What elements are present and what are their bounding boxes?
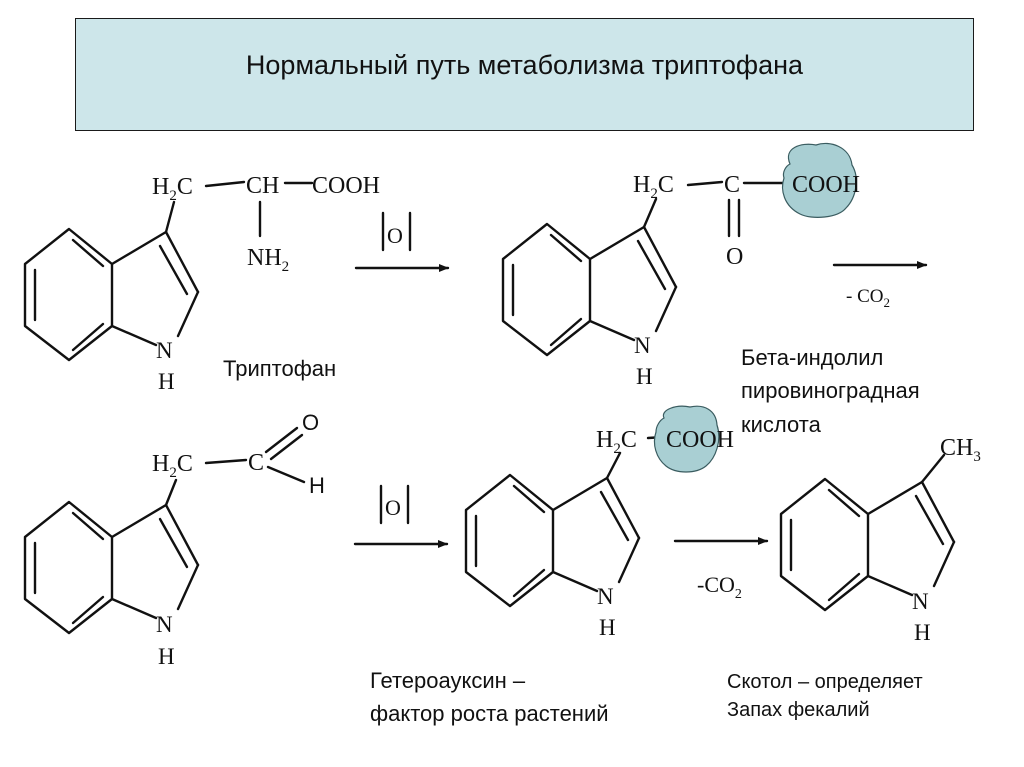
cooh-group: COOH — [792, 172, 860, 198]
aldehyde-carbon: C — [248, 450, 264, 476]
decarboxylation-highlight — [781, 142, 857, 218]
nh-atom: N — [912, 589, 929, 614]
label-skatole-line1: Скотол – определяет — [727, 671, 923, 693]
reagent-minus-co2-1: - CO2 — [846, 286, 890, 310]
decarboxylation-highlight — [653, 405, 720, 473]
molecule-heteroauxin: N H H2C COOH — [464, 405, 734, 640]
nh-atom: N — [597, 584, 614, 609]
label-heteroauxin-line2: фактор роста растений — [370, 701, 609, 726]
molecule-tryptophan: N H H2C CH COOH NH2 — [23, 173, 380, 394]
label-skatole-line2: Запах фекалий — [727, 699, 870, 721]
h-atom: H — [636, 364, 653, 389]
h-atom: H — [158, 644, 175, 669]
arrow-oxidation-2: O — [353, 484, 449, 548]
reagent-minus-co2-2: -CO2 — [697, 572, 742, 602]
aldehyde-oxygen: O — [302, 410, 319, 435]
arrow-decarboxylation-2: -CO2 — [673, 537, 769, 602]
arrow-decarboxylation-1: - CO2 — [832, 261, 928, 310]
h-atom: H — [599, 615, 616, 640]
ch3-group: CH3 — [940, 435, 981, 465]
label-indolylpyruvic-line1: Бета-индолил — [741, 345, 883, 370]
page-title: Нормальный путь метаболизма триптофана — [245, 50, 804, 80]
cooh-group: COOH — [666, 427, 734, 453]
reagent-oxygen-2: O — [385, 495, 401, 520]
h2c-group: H2C — [633, 172, 674, 202]
h2c-group: H2C — [152, 451, 193, 481]
carbonyl-carbon: C — [724, 172, 740, 198]
indole-ring — [23, 200, 200, 362]
ch-group: CH — [246, 173, 279, 199]
label-indolylpyruvic-line2: пировиноградная — [741, 378, 920, 403]
indole-ring — [501, 197, 678, 357]
nh2-group: NH2 — [247, 245, 289, 275]
reagent-oxygen-1: O — [387, 223, 403, 248]
keto-oxygen: O — [726, 244, 743, 270]
h-atom: H — [914, 620, 931, 645]
label-indolylpyruvic-line3: кислота — [741, 412, 822, 437]
h2c-group: H2C — [596, 427, 637, 457]
h2c-group: H2C — [152, 174, 193, 204]
cooh-group: COOH — [312, 173, 380, 199]
indole-ring — [23, 478, 200, 635]
label-heteroauxin-line1: Гетероауксин – — [370, 668, 526, 693]
molecule-indolylacetaldehyde: N H H2C C O H — [23, 410, 325, 669]
nh-atom: N — [634, 333, 651, 358]
nh-atom: N — [156, 612, 173, 637]
arrow-oxidation-1: O — [354, 211, 450, 272]
indole-ring — [779, 453, 956, 612]
molecule-skatole: N H CH3 — [779, 435, 981, 645]
indole-ring — [464, 451, 641, 608]
h-atom: H — [158, 369, 175, 394]
title-box: Нормальный путь метаболизма триптофана — [75, 18, 974, 131]
aldehyde-hydrogen: H — [309, 473, 325, 498]
nh-atom: N — [156, 338, 173, 363]
label-tryptophan: Триптофан — [223, 356, 336, 381]
molecule-indolylpyruvic-acid: N H H2C C COOH O — [501, 142, 860, 389]
